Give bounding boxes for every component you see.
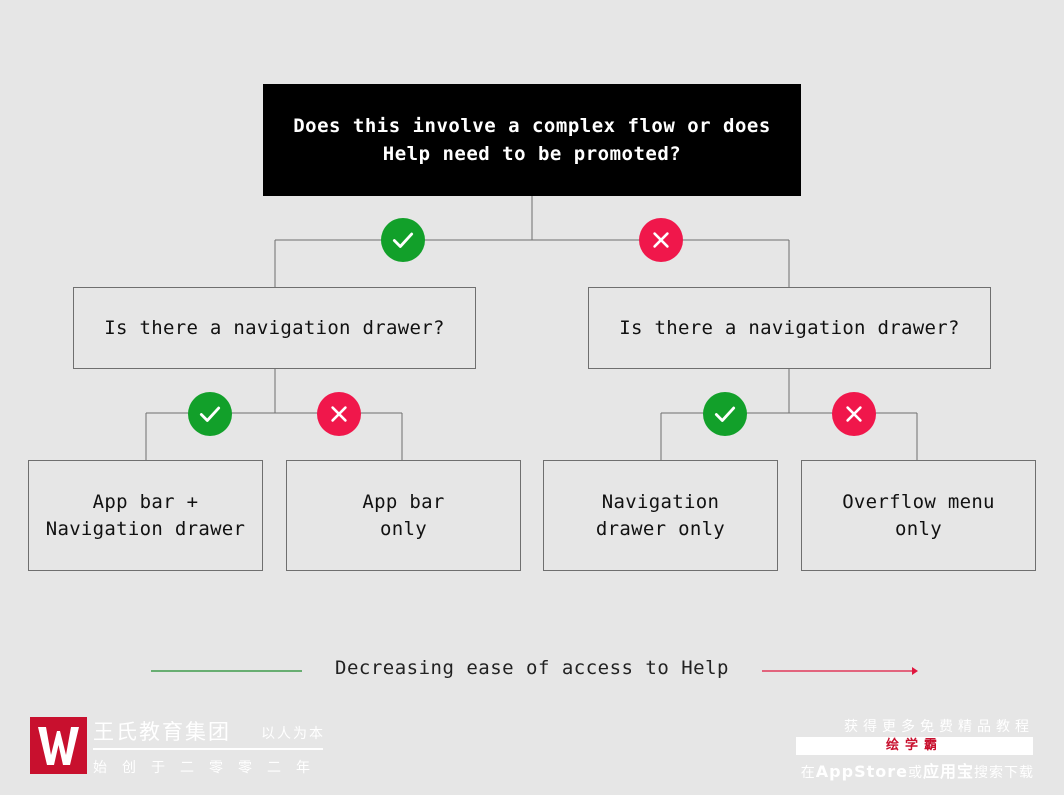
outcome-box-overflow-menu-only: Overflow menu only	[801, 460, 1036, 571]
promo-download-line: 在AppStore或应用宝搜索下载	[801, 758, 1034, 782]
promo-store-yingyongbao: 应用宝	[922, 762, 974, 781]
outcome-text: App bar only	[362, 490, 445, 540]
outcome-text: Navigation drawer only	[595, 490, 726, 540]
promo-app-name: 绘学霸	[796, 737, 1033, 755]
no-badge	[317, 392, 361, 436]
checkmark-icon	[392, 232, 414, 248]
yes-badge	[381, 218, 425, 262]
root-question-text: Does this involve a complex flow or does…	[293, 115, 771, 165]
right-question-text: Is there a navigation drawer?	[619, 316, 960, 339]
legend-label: Decreasing ease of access to Help	[335, 657, 729, 679]
outcome-box-app-bar-nav-drawer: App bar + Navigation drawer	[28, 460, 263, 571]
promo-tagline: 获得更多免费精品教程	[844, 719, 1034, 735]
outcome-box-app-bar-only: App bar only	[286, 460, 521, 571]
yes-badge	[703, 392, 747, 436]
brand-founded: 始创于二零零二年	[93, 760, 325, 776]
no-badge	[639, 218, 683, 262]
cross-icon	[846, 406, 862, 422]
brand-slogan: 以人为本	[261, 726, 325, 742]
outcome-box-nav-drawer-only: Navigation drawer only	[543, 460, 778, 571]
yes-badge	[188, 392, 232, 436]
promo-suffix: 搜索下载	[974, 765, 1034, 781]
brand-name: 王氏教育集团	[93, 720, 231, 744]
checkmark-icon	[714, 406, 736, 422]
cross-icon	[653, 232, 669, 248]
root-question-box: Does this involve a complex flow or does…	[263, 84, 801, 196]
brand-logo-icon	[30, 717, 87, 774]
cross-icon	[331, 406, 347, 422]
promo-or: 或	[907, 765, 923, 781]
no-badge	[832, 392, 876, 436]
left-question-box: Is there a navigation drawer?	[73, 287, 476, 369]
outcome-text: App bar + Navigation drawer	[45, 490, 246, 540]
promo-store-appstore: AppStore	[815, 762, 908, 781]
left-question-text: Is there a navigation drawer?	[104, 316, 445, 339]
right-question-box: Is there a navigation drawer?	[588, 287, 991, 369]
brand-divider	[93, 748, 323, 750]
checkmark-icon	[199, 406, 221, 422]
legend-arrowhead	[912, 667, 918, 675]
promo-prefix: 在	[800, 765, 816, 781]
outcome-text: Overflow menu only	[842, 490, 995, 540]
